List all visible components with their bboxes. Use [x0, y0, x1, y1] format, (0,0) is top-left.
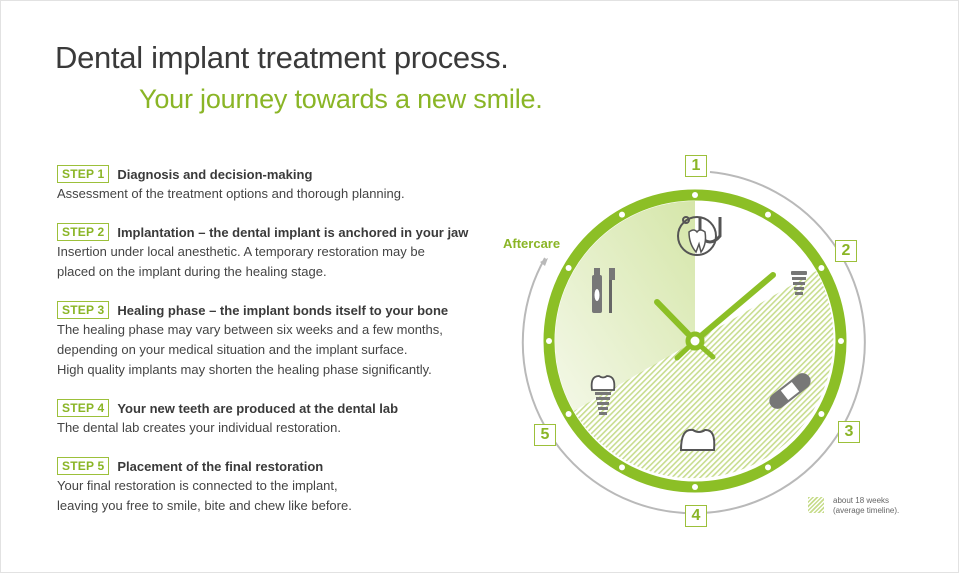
steps-list: STEP 1 Diagnosis and decision-making Asse…: [57, 164, 477, 534]
step-description: Insertion under local anesthetic. A temp…: [57, 244, 425, 259]
step-title: Implantation – the dental implant is anc…: [117, 224, 469, 240]
step-description: The dental lab creates your individual r…: [57, 420, 341, 435]
implant-screw-icon: [791, 271, 807, 295]
bandage-icon: [769, 373, 811, 409]
clock-hands: [654, 272, 776, 361]
step-description: placed on the implant during the healing…: [57, 264, 327, 279]
step-title: Your new teeth are produced at the denta…: [117, 400, 399, 416]
aftercare-sector: [555, 201, 695, 411]
legend: about 18 weeks (average timeline).: [808, 496, 899, 516]
clock-number-2: 2: [835, 240, 857, 262]
step-description: High quality implants may shorten the he…: [57, 362, 432, 377]
step-badge: STEP 5: [57, 457, 110, 475]
clock-number-4: 4: [685, 505, 707, 527]
legend-line1: about 18 weeks: [833, 496, 890, 505]
step-3: STEP 3 Healing phase – the implant bonds …: [57, 300, 477, 380]
step-badge: STEP 2: [57, 223, 110, 241]
step-description: The healing phase may vary between six w…: [57, 322, 443, 337]
step-description: depending on your medical situation and …: [57, 342, 408, 357]
step-badge: STEP 1: [57, 165, 110, 183]
stethoscope-tooth-icon: [677, 216, 722, 256]
treatment-hatched-sector: [573, 271, 834, 479]
step-title: Placement of the final restoration: [117, 458, 324, 474]
clock-number-5: 5: [534, 424, 556, 446]
step-description: Your final restoration is connected to t…: [57, 478, 338, 493]
step-badge: STEP 3: [57, 301, 110, 319]
step-5: STEP 5 Placement of the final restoration…: [57, 456, 477, 516]
step-badge: STEP 4: [57, 399, 110, 417]
legend-line2: (average timeline).: [833, 506, 900, 515]
clock-number-1: 1: [685, 155, 707, 177]
step-2: STEP 2 Implantation – the dental implant …: [57, 222, 477, 282]
step-title: Diagnosis and decision-making: [117, 166, 313, 182]
step-1: STEP 1 Diagnosis and decision-making Asse…: [57, 164, 477, 204]
page-title: Dental implant treatment process.: [55, 40, 509, 75]
step-4: STEP 4 Your new teeth are produced at the…: [57, 398, 477, 438]
clock-tick-dots: [546, 192, 844, 490]
hatch-swatch: [808, 497, 824, 513]
page-subtitle: Your journey towards a new smile.: [139, 84, 543, 114]
step-description: Assessment of the treatment options and …: [57, 186, 405, 201]
clock-number-3: 3: [838, 421, 860, 443]
outer-timeline-arc: [521, 171, 866, 515]
crown-icon: [679, 428, 716, 451]
implant-with-crown-icon: [590, 375, 616, 415]
toothpaste-toothbrush-icon: [592, 268, 615, 313]
aftercare-label: Aftercare: [503, 236, 561, 251]
step-description: leaving you free to smile, bite and chew…: [57, 498, 352, 513]
step-title: Healing phase – the implant bonds itself…: [117, 302, 449, 318]
